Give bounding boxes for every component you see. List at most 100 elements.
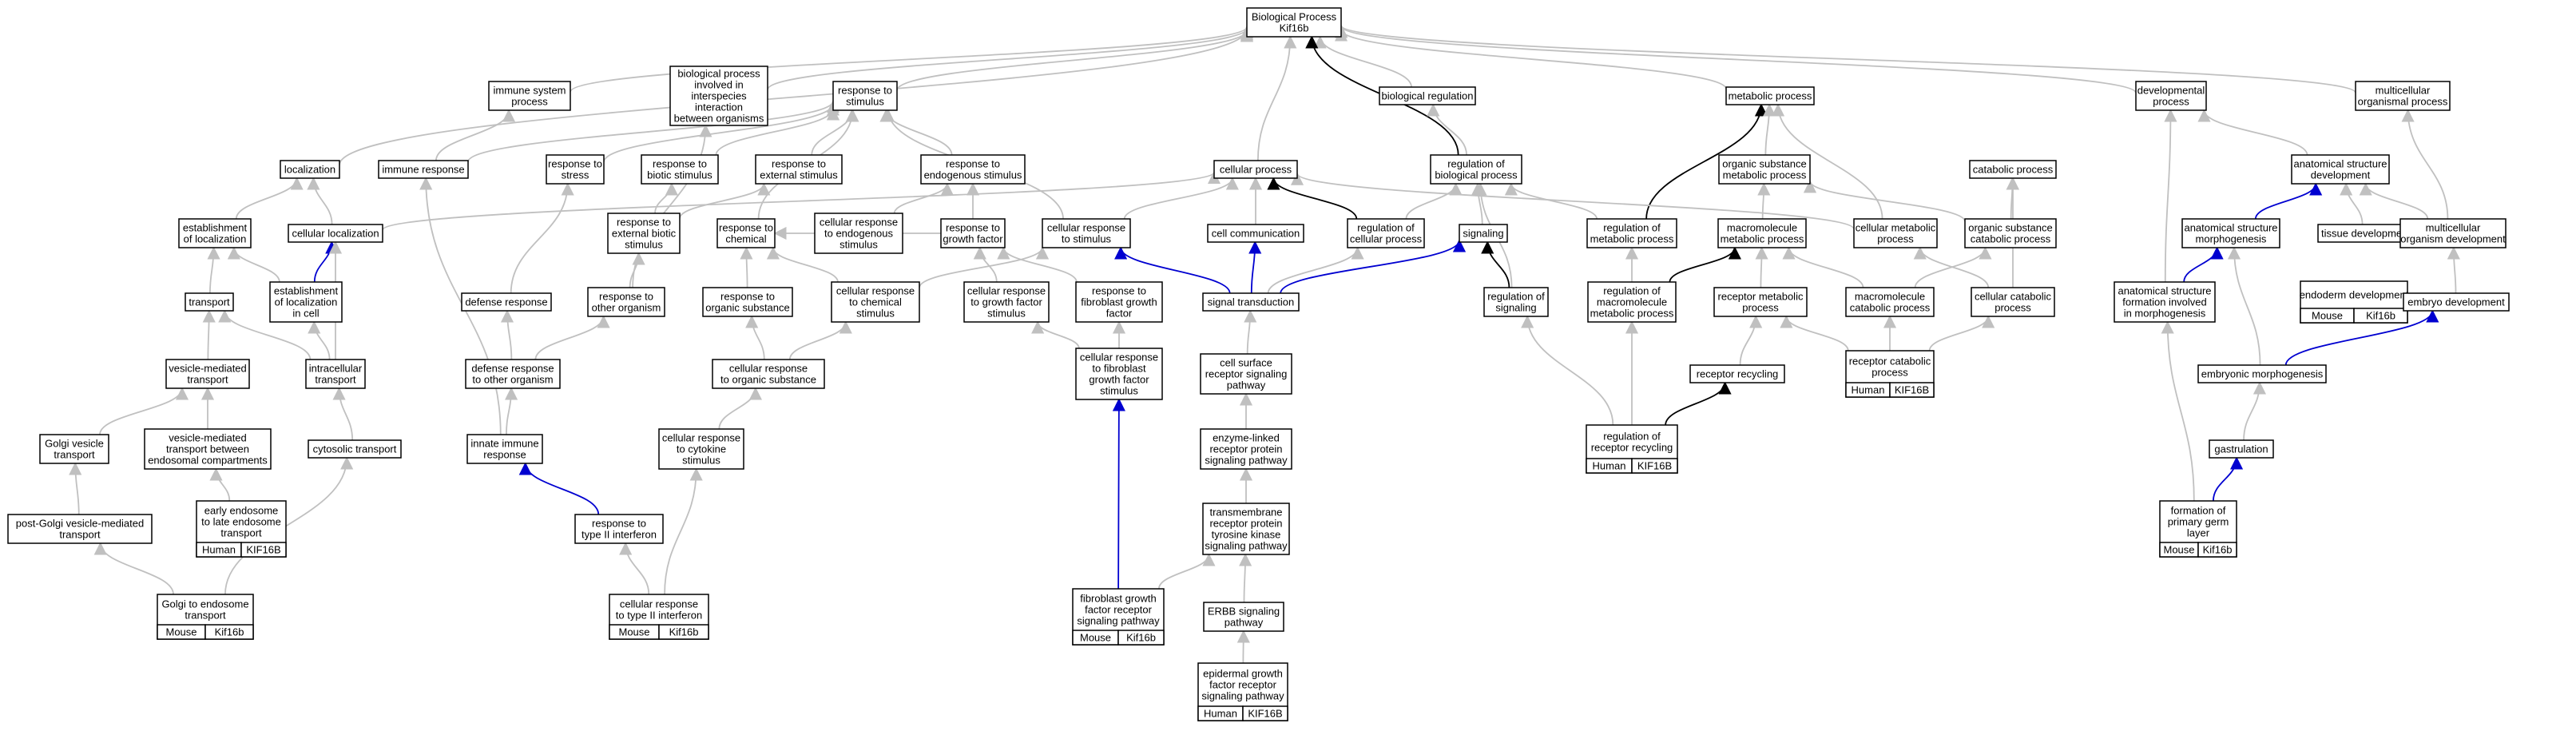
gray-edge — [879, 109, 953, 156]
gray-edge — [1521, 315, 1614, 426]
go-term-biological-regulation[interactable]: biological regulation — [1379, 86, 1476, 105]
go-term-embryo-development[interactable]: embryo development — [2403, 292, 2510, 312]
go-term-defense-response[interactable]: defense response — [461, 292, 552, 312]
go-term-localization[interactable]: localization — [280, 160, 340, 179]
term-label-line: involved in — [694, 79, 743, 91]
go-term-embryonic-morphogenesis[interactable]: embryonic morphogenesis — [2197, 364, 2327, 383]
go-term-cellular-process[interactable]: cellular process — [1213, 160, 1298, 179]
term-box — [831, 281, 920, 323]
go-term-cytosolic-transport[interactable]: cytosolic transport — [308, 439, 402, 459]
go-term-catabolic-process[interactable]: catabolic process — [1969, 160, 2057, 179]
go-term-immune-response[interactable]: immune response — [378, 160, 469, 179]
term-label-line: cytosolic transport — [313, 443, 397, 455]
term-box — [1430, 154, 1522, 185]
go-term-signaling[interactable]: signaling — [1459, 224, 1508, 243]
gray-edge — [766, 246, 839, 283]
species-label: Human — [1593, 460, 1626, 472]
blue-edge — [1114, 246, 1231, 294]
term-label-line: stimulus — [1100, 385, 1138, 397]
go-term-gastrulation[interactable]: gastrulation — [2209, 439, 2274, 459]
gray-edge — [307, 177, 333, 225]
go-term-receptor-recycling[interactable]: receptor recycling — [1689, 364, 1785, 383]
go-term-transport[interactable]: transport — [185, 292, 234, 312]
term-box — [1207, 224, 1304, 243]
go-term-cell-communication[interactable]: cell communication — [1207, 224, 1304, 243]
gray-edge — [227, 246, 280, 283]
go-term-signal-transduction[interactable]: signal transduction — [1202, 292, 1300, 312]
gene-cell — [1117, 630, 1165, 646]
term-box — [1075, 348, 1163, 400]
go-term-cellular-localization[interactable]: cellular localization — [288, 224, 383, 243]
term-box — [1075, 281, 1163, 323]
term-label-line: cellular response — [662, 432, 740, 444]
gray-edge — [510, 182, 574, 294]
gray-edge — [1335, 25, 2137, 94]
term-label-line: metabolic process — [1723, 169, 1807, 181]
go-term-metabolic-process[interactable]: metabolic process — [1725, 86, 1815, 105]
go-term-tissue-development[interactable]: tissue development — [2317, 224, 2415, 243]
